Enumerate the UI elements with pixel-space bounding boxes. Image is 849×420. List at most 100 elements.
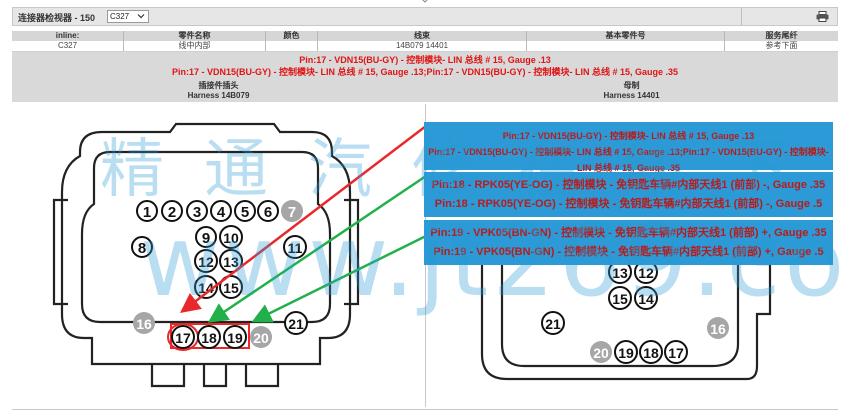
header-inline: inline: [12, 31, 124, 41]
info-value-row: C327 线中内部 14B079 14401 参考下面 [12, 41, 838, 52]
right-pin-15-label: 15 [612, 291, 628, 307]
left-pin-12-label: 12 [198, 254, 214, 270]
selected-pin-line-1: Pin:17 - VDN15(BU-GY) - 控制模块- LIN 总线 # 1… [299, 55, 551, 65]
toolbar-divider [741, 8, 742, 25]
right-pin-18[interactable]: 18 [639, 340, 663, 364]
value-pigtail-link[interactable]: 参考下面 [765, 41, 798, 50]
left-pin-21-label: 21 [288, 316, 304, 332]
left-pin-4[interactable]: 4 [210, 200, 232, 222]
value-part-name: 线中内部 [124, 41, 266, 51]
right-pin-19-label: 19 [618, 345, 634, 361]
right-pin-17-label: 17 [668, 345, 684, 361]
right-pin-16-label: 16 [710, 321, 726, 337]
left-pin-7-label: 7 [288, 204, 296, 221]
left-pin-9-label: 9 [202, 230, 210, 247]
right-pin-14-label: 14 [638, 291, 654, 307]
left-pin-4-label: 4 [217, 204, 226, 221]
left-connector-body [52, 122, 360, 388]
value-harness: 14B079 14401 [318, 41, 527, 51]
left-pin-5-label: 5 [241, 204, 249, 221]
left-pin-11[interactable]: 11 [283, 235, 307, 259]
left-pin-15-label: 15 [223, 280, 239, 296]
printer-icon[interactable] [816, 11, 829, 22]
pin-18-info-box: Pin:18 - RPK05(YE-OG) - 控制模块 - 免钥匙车辆#内部天… [424, 172, 833, 217]
left-pin-2-label: 2 [168, 204, 176, 221]
pin-17-info-line-1: Pin:17 - VDN15(BU-GY) - 控制模块- LIN 总线 # 1… [502, 131, 755, 141]
left-pin-13-label: 13 [223, 254, 239, 270]
pin-19-pointer-arrow [251, 234, 427, 323]
left-pin-3[interactable]: 3 [186, 200, 208, 222]
page-bottom-rule [12, 409, 838, 410]
left-pin-7[interactable]: 7 [281, 200, 303, 222]
left-connector-header: 插接件插头 Harness 14B079 [12, 81, 425, 101]
left-pin-13[interactable]: 13 [219, 249, 243, 273]
left-connector-pins: 1 2 3 4 5 6 7 8 9 10 11 12 13 14 15 16 2… [131, 200, 308, 351]
right-pin-20-label: 20 [593, 345, 609, 361]
right-pin-17[interactable]: 17 [664, 340, 688, 364]
left-pin-9[interactable]: 9 [195, 226, 217, 248]
left-pin-17-label: 17 [175, 330, 191, 346]
collapse-caret-icon[interactable] [421, 0, 429, 4]
pin-19-info-line-2: Pin:19 - VPK05(BN-GN) - 控制模块 - 免钥匙车辆#内部天… [433, 246, 824, 258]
header-color: 颜色 [266, 31, 318, 41]
header-base-part: 基本零件号 [527, 31, 725, 41]
pin-17-pointer-arrow [180, 125, 427, 314]
right-pin-19[interactable]: 19 [614, 340, 638, 364]
right-pin-15[interactable]: 15 [608, 286, 632, 310]
right-connector-title: 母制 [623, 81, 640, 90]
pin-19-info-line-1: Pin:19 - VPK05(BN-GN) - 控制模块 - 免钥匙车辆#内部天… [430, 227, 827, 239]
pin-17-info-box: Pin:17 - VDN15(BU-GY) - 控制模块- LIN 总线 # 1… [424, 122, 833, 173]
connector-info-table: inline: 零件名称 颜色 线束 基本零件号 服务尾纤 C327 线中内部 … [12, 31, 838, 52]
right-pin-21-label: 21 [545, 316, 561, 332]
value-inline: C327 [12, 41, 124, 51]
left-pin-6[interactable]: 6 [257, 200, 279, 222]
right-pin-13[interactable]: 13 [608, 260, 632, 284]
left-pin-14[interactable]: 14 [194, 275, 218, 299]
left-pin-5[interactable]: 5 [234, 200, 256, 222]
left-pin-12[interactable]: 12 [194, 249, 218, 273]
left-connector-title: 插接件插头 [198, 81, 239, 90]
value-base-part [527, 41, 725, 51]
left-pin-20[interactable]: 20 [250, 326, 272, 348]
connector-select[interactable]: C327 [107, 10, 149, 23]
pin-19-info-box: Pin:19 - VPK05(BN-GN) - 控制模块 - 免钥匙车辆#内部天… [424, 220, 833, 265]
left-pin-10[interactable]: 10 [219, 225, 243, 249]
left-pin-1[interactable]: 1 [136, 200, 158, 222]
left-pin-17[interactable]: 17 [171, 325, 195, 349]
selected-pin-line-2: Pin:17 - VDN15(BU-GY) - 控制模块- LIN 总线 # 1… [171, 67, 679, 77]
left-pin-3-label: 3 [193, 204, 201, 221]
left-pin-19[interactable]: 19 [223, 325, 247, 349]
chevron-down-icon [137, 14, 145, 19]
right-pin-16[interactable]: 16 [707, 317, 729, 339]
pin-18-info-line-1: Pin:18 - RPK05(YE-OG) - 控制模块 - 免钥匙车辆#内部天… [431, 179, 826, 191]
right-pin-18-label: 18 [643, 345, 659, 361]
pin-18-pointer-arrow [207, 174, 427, 323]
left-pin-8-label: 8 [138, 240, 146, 257]
right-pin-12-label: 12 [638, 265, 654, 281]
info-header-row: inline: 零件名称 颜色 线束 基本零件号 服务尾纤 [12, 31, 838, 41]
left-pin-16[interactable]: 16 [133, 312, 155, 334]
left-pin-20-label: 20 [253, 330, 269, 346]
connector-select-value: C327 [110, 12, 130, 21]
left-pin-18-label: 18 [201, 330, 217, 346]
right-connector-pins: 13 12 15 14 21 16 20 19 18 17 [541, 260, 729, 364]
right-pin-21[interactable]: 21 [541, 311, 565, 335]
left-pin-14-label: 14 [198, 280, 214, 296]
left-pin-1-label: 1 [143, 204, 151, 221]
right-pin-20[interactable]: 20 [590, 341, 612, 363]
left-pin-21[interactable]: 21 [284, 311, 308, 335]
left-pin-15[interactable]: 15 [219, 275, 243, 299]
viewer-toolbar: 连接器检视器 - 150 C327 [12, 7, 838, 26]
right-harness-label: Harness 14401 [603, 91, 660, 100]
right-pin-12[interactable]: 12 [634, 260, 658, 284]
right-pin-14[interactable]: 14 [634, 286, 658, 310]
right-pin-13-label: 13 [612, 265, 628, 281]
connector-header-bar: 插接件插头 Harness 14B079 母制 Harness 14401 [12, 80, 838, 102]
connector-diagram-svg: 1 2 3 4 5 6 7 8 9 10 11 12 13 14 15 16 2… [52, 122, 772, 388]
pin-18-info-line-2: Pin:18 - RPK05(YE-OG) - 控制模块 - 免钥匙车辆#内部天… [434, 198, 823, 210]
left-pin-2[interactable]: 2 [161, 200, 183, 222]
header-part-name: 零件名称 [124, 31, 266, 41]
viewer-title: 连接器检视器 - 150 [18, 13, 96, 23]
left-pin-18[interactable]: 18 [197, 325, 221, 349]
left-pin-8[interactable]: 8 [131, 236, 153, 258]
